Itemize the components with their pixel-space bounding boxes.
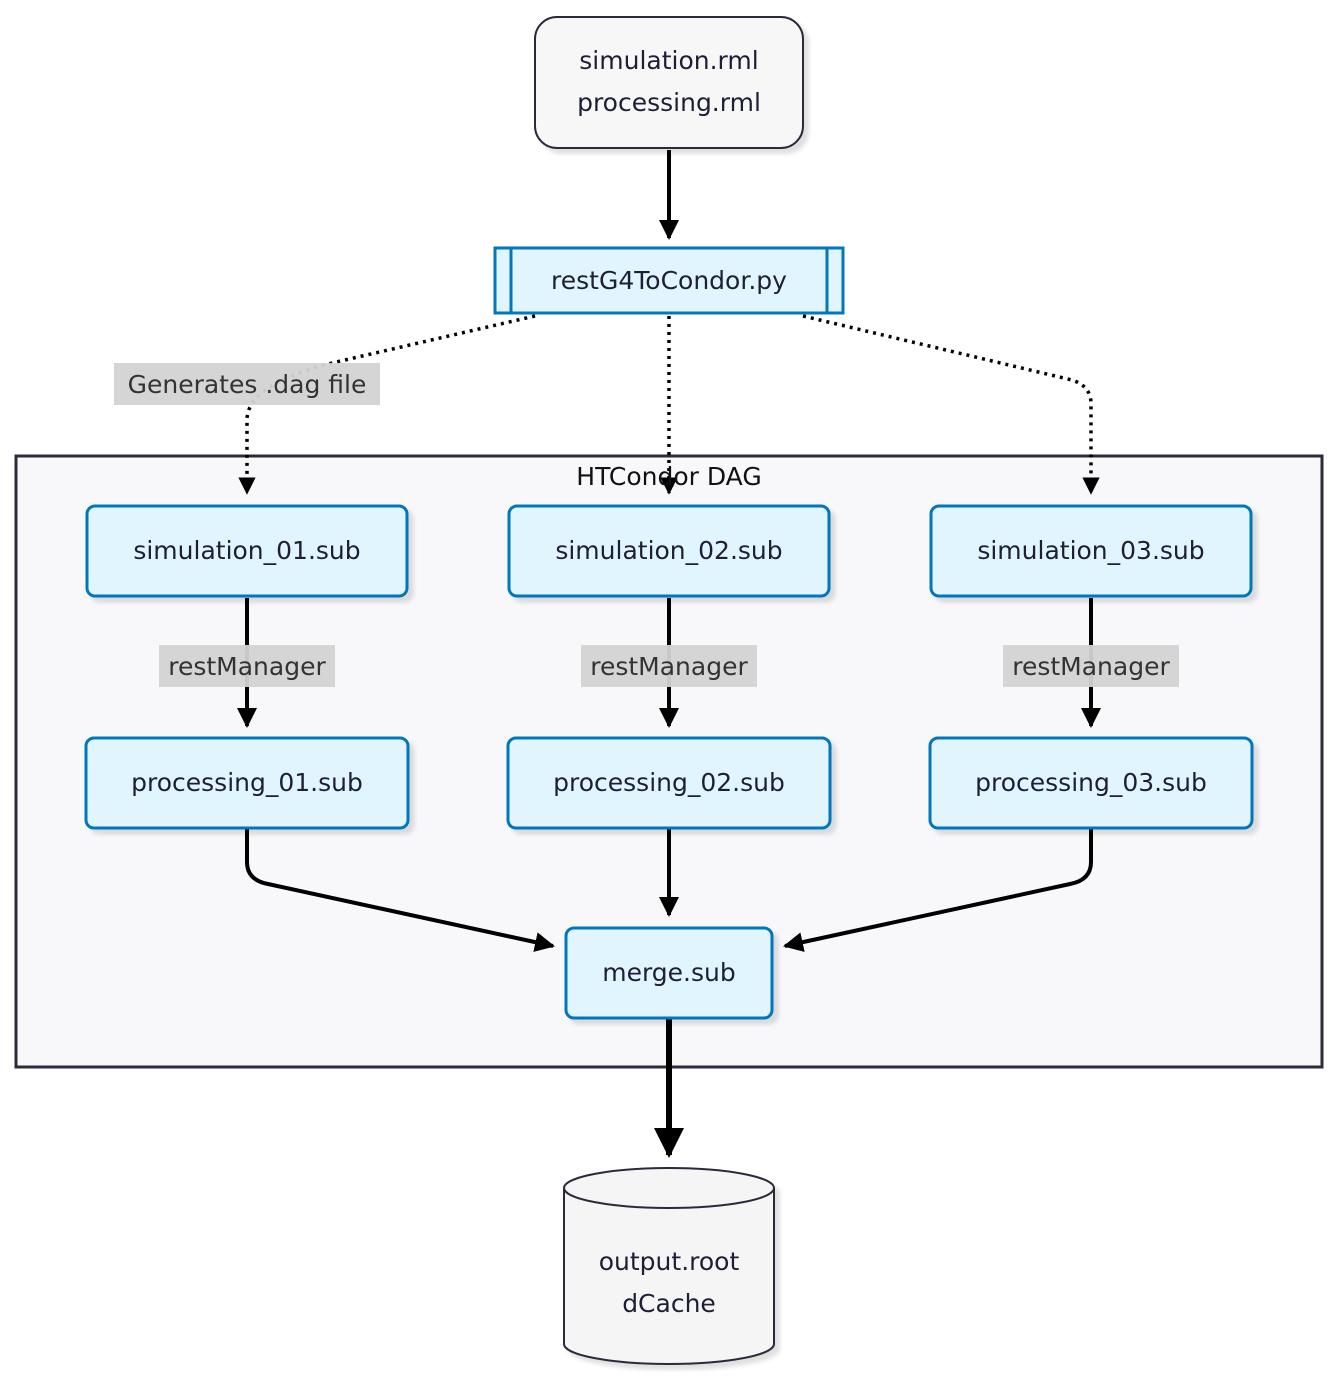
simulation-job-03[interactable]: [929, 504, 1253, 598]
edge-label-rest-manager-3: restManager: [1003, 645, 1179, 687]
edge-label-generates: Generates .dag file: [114, 363, 380, 405]
simulation-job-02-label: simulation_02.sub: [555, 536, 782, 565]
merge-job[interactable]: [564, 926, 774, 1020]
processing-job-01[interactable]: [84, 736, 410, 830]
cluster-title: HTCondor DAG: [576, 462, 761, 491]
edge-proc3-to-merge: [783, 829, 1093, 952]
merge-job-label: merge.sub: [602, 958, 736, 987]
edge-label-generates-text: Generates .dag file: [128, 370, 367, 399]
processing-job-01-label: processing_01.sub: [131, 768, 363, 797]
script-node[interactable]: [493, 246, 845, 315]
output-file-label: output.root: [599, 1247, 740, 1276]
processing-job-02[interactable]: [506, 736, 832, 830]
simulation-job-01-label: simulation_01.sub: [133, 536, 360, 565]
script-label: restG4ToCondor.py: [551, 266, 787, 295]
input-file-simulation: simulation.rml: [579, 46, 758, 75]
edge-label-rest-manager-1: restManager: [159, 645, 335, 687]
edge-label-rest-manager-1-text: restManager: [168, 652, 326, 681]
output-storage-label: dCache: [622, 1289, 716, 1318]
input-file-processing: processing.rml: [577, 88, 761, 117]
simulation-job-01[interactable]: [85, 504, 409, 598]
edge-label-rest-manager-2-text: restManager: [590, 652, 748, 681]
simulation-job-02[interactable]: [507, 504, 831, 598]
processing-job-03[interactable]: [928, 736, 1254, 830]
edge-proc1-to-merge: [245, 829, 555, 952]
input-files-node[interactable]: [534, 16, 804, 149]
processing-job-02-label: processing_02.sub: [553, 768, 785, 797]
edge-label-rest-manager-3-text: restManager: [1012, 652, 1170, 681]
edge-label-rest-manager-2: restManager: [581, 645, 757, 687]
processing-job-03-label: processing_03.sub: [975, 768, 1207, 797]
simulation-job-03-label: simulation_03.sub: [977, 536, 1204, 565]
output-database-node[interactable]: [563, 1167, 775, 1365]
